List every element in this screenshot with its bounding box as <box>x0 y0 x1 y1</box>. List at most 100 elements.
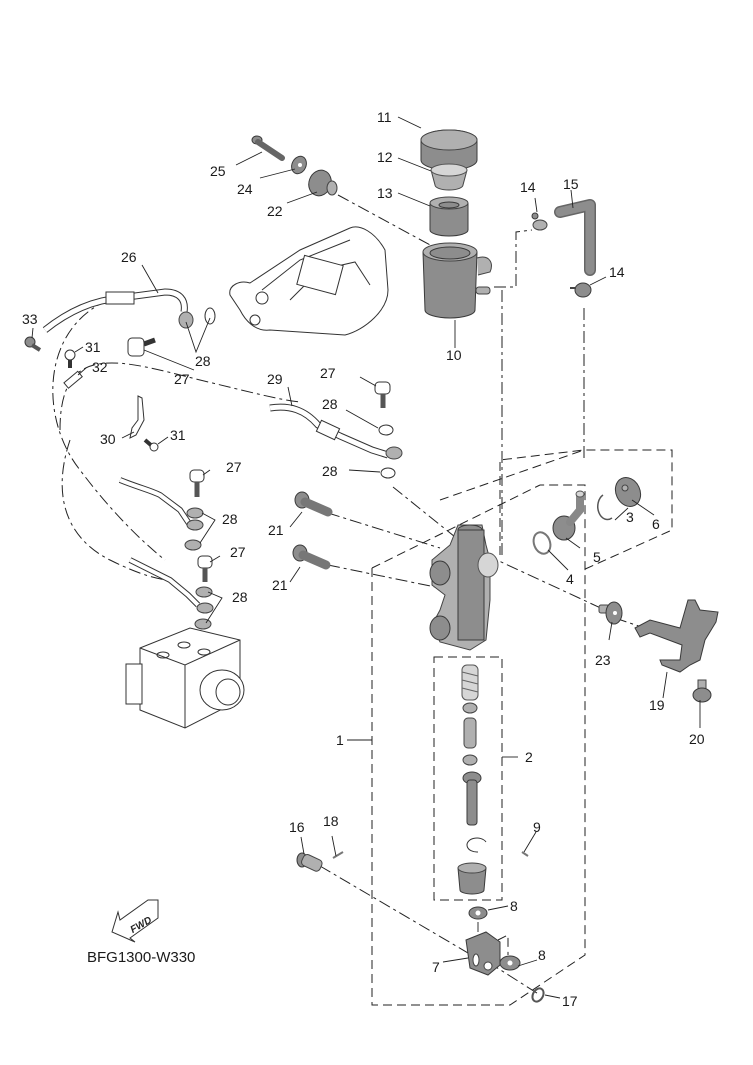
callout-21-lower: 21 <box>272 577 288 593</box>
callout-16: 16 <box>289 819 305 835</box>
callout-27-abs-upper: 27 <box>226 459 242 475</box>
part-11-reservoir-cap <box>420 129 478 171</box>
callout-28-hose29-upper: 28 <box>322 396 338 412</box>
callout-23: 23 <box>595 652 611 668</box>
callout-26: 26 <box>121 249 137 265</box>
callout-3: 3 <box>626 509 634 525</box>
callout-30: 30 <box>100 431 116 447</box>
part-circlip-kit2 <box>466 837 487 853</box>
part-8-nut-lower <box>499 955 521 971</box>
callout-27-abs-lower: 27 <box>230 544 246 560</box>
assembly-line-body-23 <box>485 554 606 611</box>
part-23-bolt <box>598 601 623 625</box>
assembly-line-10-14 <box>494 229 533 288</box>
part-20-bolt <box>692 679 712 703</box>
part-4-o-ring <box>532 531 552 555</box>
part-19-bracket <box>634 599 719 673</box>
callout-29: 29 <box>267 371 283 387</box>
kit-2-boundary <box>433 656 503 901</box>
part-27-union-bolt-a <box>127 337 156 357</box>
callout-7: 7 <box>432 959 440 975</box>
callout-2: 2 <box>525 749 533 765</box>
kit-3-6-boundary-diag <box>439 449 585 501</box>
callout-17: 17 <box>562 993 578 1009</box>
part-32-clamp <box>63 370 83 389</box>
diagram-code: BFG1300-W330 <box>87 949 195 966</box>
part-31-bolt-a <box>64 349 76 368</box>
part-27-union-bolt-c <box>189 469 205 497</box>
part-31-bolt-b <box>143 438 159 452</box>
callout-28-hose29-lower: 28 <box>322 463 338 479</box>
part-27-union-bolt-b <box>374 381 391 408</box>
brake-caliper-reference <box>229 226 389 336</box>
callout-18: 18 <box>323 813 339 829</box>
part-9-pin <box>521 851 529 857</box>
callout-14-top: 14 <box>520 179 536 195</box>
part-14-hose-clamp-top <box>531 212 548 231</box>
part-28-washers-abs-upper <box>184 507 204 551</box>
hose-to-abs-lower <box>128 557 201 608</box>
part-15-breather-hose <box>554 199 596 276</box>
part-cup-2 <box>462 754 478 766</box>
assembly-line-hose-left2 <box>61 439 171 581</box>
assembly-1-boundary <box>371 484 586 1006</box>
part-8-nut-upper <box>468 906 488 920</box>
assembly-1-boundary-top <box>371 484 541 569</box>
part-piston <box>463 717 477 749</box>
assembly-line-hose-left <box>52 299 166 561</box>
callout-12: 12 <box>377 149 393 165</box>
part-5-hose-joint <box>552 490 585 541</box>
callout-28-abs-upper: 28 <box>222 511 238 527</box>
part-26-brake-hose <box>42 288 188 333</box>
callout-28-abs-lower: 28 <box>232 589 248 605</box>
callout-31-top: 31 <box>85 339 101 355</box>
part-cup-1 <box>462 702 478 714</box>
part-10-reservoir-tank <box>422 242 492 319</box>
callout-22: 22 <box>267 203 283 219</box>
part-25-bolt <box>251 135 285 161</box>
callout-32: 32 <box>92 359 108 375</box>
assembly-line-22-10 <box>337 194 433 247</box>
part-17-washer <box>531 987 545 1003</box>
callout-4: 4 <box>566 571 574 587</box>
part-22-collar <box>308 169 338 197</box>
part-28-washers-hose29 <box>378 424 403 479</box>
assembly-line-28-body <box>392 486 466 546</box>
part-7-clevis <box>465 922 509 976</box>
callout-11: 11 <box>377 109 392 125</box>
callout-14-bottom: 14 <box>609 264 625 280</box>
part-boot <box>457 862 487 895</box>
callout-6: 6 <box>652 516 660 532</box>
part-30-bracket <box>129 395 145 439</box>
abs-hydraulic-unit-reference <box>125 627 245 729</box>
callout-15: 15 <box>563 176 579 192</box>
part-18-cotter-pin <box>332 851 344 859</box>
part-28-washer-hose26 <box>178 307 216 329</box>
part-27-union-bolt-d <box>197 555 213 582</box>
part-6-cap <box>614 476 642 508</box>
part-33-bolt <box>24 336 42 352</box>
callout-13: 13 <box>377 185 393 201</box>
callout-1: 1 <box>336 732 344 748</box>
part-push-rod <box>462 771 482 826</box>
callout-8-upper: 8 <box>510 898 518 914</box>
part-16-pin <box>296 852 323 872</box>
callout-9: 9 <box>533 819 541 835</box>
callout-8-lower: 8 <box>538 947 546 963</box>
fwd-direction-arrow: FWD <box>111 899 159 943</box>
part-14-hose-clamp-bottom <box>570 282 592 298</box>
callout-28-hose26: 28 <box>195 353 211 369</box>
part-3-circlip <box>597 494 613 521</box>
callout-27-hose29: 27 <box>320 365 336 381</box>
part-master-cylinder-body <box>429 524 499 651</box>
callout-25: 25 <box>210 163 226 179</box>
part-21-bolt-a <box>294 491 333 517</box>
part-21-bolt-b <box>292 544 331 570</box>
assembly-line-21b <box>327 564 441 589</box>
hose-to-abs-upper <box>118 477 193 527</box>
part-13-diaphragm <box>429 196 469 237</box>
callout-27-hose26: 27 <box>174 371 190 387</box>
callout-10: 10 <box>446 347 462 363</box>
part-12-diaphragm-plate <box>430 163 468 191</box>
callout-24: 24 <box>237 181 253 197</box>
